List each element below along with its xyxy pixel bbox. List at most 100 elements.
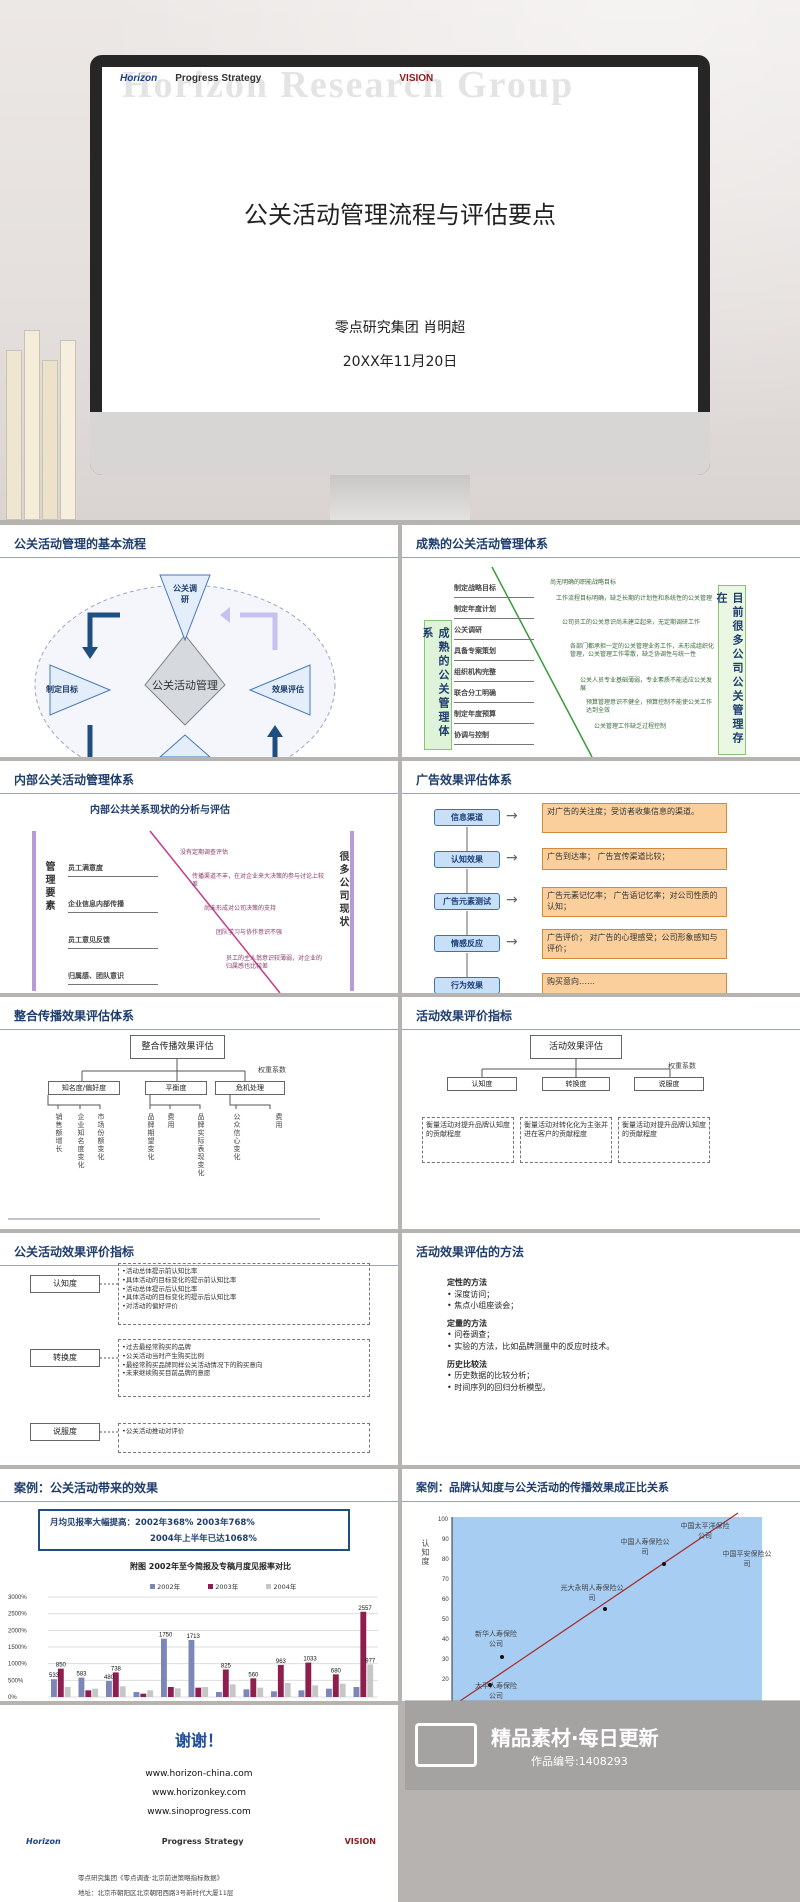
indicator-line: •公关活动推动对评价 bbox=[122, 1427, 185, 1435]
indicator-box: •公关活动推动对评价 bbox=[118, 1423, 370, 1453]
y-tick-label: 0% bbox=[8, 1695, 17, 1701]
note: 员工的主人翁意识较薄弱，对企业的归属感也比较差 bbox=[226, 955, 323, 970]
bar bbox=[195, 1687, 202, 1697]
leaf: 品牌期望变化 bbox=[147, 1113, 155, 1161]
svg-text:40: 40 bbox=[442, 1637, 449, 1643]
items-column: 员工满意度 企业信息内部传播 员工意见反馈 归属感、团队意识 bbox=[68, 841, 158, 985]
note: 尚无明确的职能战略目标 bbox=[550, 579, 617, 586]
watermark-logo-icon bbox=[415, 1723, 477, 1767]
cover-date: 20XX年11月20日 bbox=[342, 354, 458, 370]
bar bbox=[92, 1688, 99, 1697]
indicator-line: •具体活动的目标变化的提示后认知比率 bbox=[122, 1293, 237, 1302]
bar bbox=[167, 1687, 174, 1697]
arrow-right-icon: → bbox=[506, 850, 518, 866]
indicator-line: •具体活动的目标变化的提示前认知比率 bbox=[122, 1275, 237, 1284]
slide-title: 活动效果评估的方法 bbox=[416, 1245, 525, 1259]
notes-column: 尚无明确的职能战略目标 工作流程目标明确，缺乏长期的计划性和系统性的公关管理 公… bbox=[540, 579, 716, 737]
slide-title: 整合传播效果评估体系 bbox=[14, 1009, 135, 1023]
data-label: 533 bbox=[49, 1673, 60, 1679]
right-vertical-label: 目前很多公司公关管理存在 bbox=[715, 585, 746, 755]
note: 公关人员专业基础薄弱，专业素质不能适应公关发展 bbox=[580, 677, 713, 692]
indicator-line: •对活动的偏好评价 bbox=[122, 1302, 178, 1311]
watermark-code: 作品编号:1408293 bbox=[531, 1754, 628, 1768]
horizon-logo: Horizon bbox=[26, 1837, 61, 1846]
slide-title: 公关活动管理的基本流程 bbox=[14, 537, 147, 551]
cover-logo-row: Horizon Progress Strategy VISION bbox=[102, 67, 698, 89]
bar bbox=[112, 1672, 119, 1697]
indicator-line: •最经常购买品牌同样公关活动情况下的购买意向 bbox=[122, 1360, 263, 1369]
cover-slide: Horizon Research Group Horizon Progress … bbox=[102, 67, 698, 412]
note: 工作流程目标明确，缺乏长期的计划性和系统性的公关管理 bbox=[556, 595, 713, 602]
footer-line-2: 地址：北京市朝阳区北京朝阳西路3号新时代大厦11层 bbox=[78, 1889, 234, 1897]
legend-item: 2002年 bbox=[150, 1581, 180, 1591]
data-label: 1713 bbox=[187, 1634, 201, 1640]
slide-thanks: 谢谢！ www.horizon-china.com www.horizonkey… bbox=[0, 1705, 398, 1902]
url-link[interactable]: www.horizon-china.com bbox=[145, 1769, 253, 1779]
stage-desc: 广告评价； 对广告的心理感受；公司形象感知与评价； bbox=[542, 929, 727, 959]
method-item: • 历史数据的比较分析； bbox=[447, 1371, 535, 1381]
slide-mature-system: 成熟的公关活动管理体系 成熟的公关管理体系 目前很多公司公关管理存在 制定战略目… bbox=[402, 525, 800, 757]
indicator-label: 转换度 bbox=[30, 1349, 100, 1367]
svg-text:70: 70 bbox=[442, 1577, 449, 1583]
bar bbox=[298, 1690, 305, 1697]
section-heading: 内部公共关系现状的分析与评估 bbox=[90, 805, 230, 816]
slide-case-effect: 案例：公关活动带来的效果 月均见报率大幅提高：2002年368% 2003年76… bbox=[0, 1469, 398, 1701]
center-label: 公关活动管理 bbox=[152, 679, 218, 692]
slide-evaluation-methods: 活动效果评估的方法 定性的方法 • 深度访问； • 焦点小组座谈会； 定量的方法… bbox=[402, 1233, 800, 1465]
leaf: 费用 bbox=[167, 1113, 175, 1129]
leaf: 市场份额变化 bbox=[97, 1113, 105, 1161]
bar bbox=[243, 1689, 250, 1697]
vision-logo: VISION bbox=[344, 1837, 376, 1846]
highlight-line-2: 2004年上半年已达1068% bbox=[150, 1534, 257, 1545]
legend-item: 2004年 bbox=[266, 1581, 296, 1591]
indicator-line: •活动总体提示后认知比率 bbox=[122, 1284, 198, 1293]
point-label: 中国平安保险公司 bbox=[722, 1550, 772, 1568]
footer-logos: Horizon Progress Strategy VISION bbox=[26, 1837, 376, 1846]
weight-label: 权重系数 bbox=[668, 1062, 696, 1070]
bar bbox=[57, 1668, 64, 1697]
method-item: • 时间序列的回归分析模型。 bbox=[447, 1382, 551, 1392]
connector-lines bbox=[100, 1283, 118, 1433]
indicator-line: •过去最经常购买的品牌 bbox=[122, 1343, 191, 1351]
root-box: 活动效果评估 bbox=[530, 1035, 622, 1059]
bar bbox=[257, 1687, 264, 1697]
leaf: 公众信心变化 bbox=[233, 1113, 241, 1161]
bar bbox=[106, 1681, 112, 1697]
weight-label: 权重系数 bbox=[258, 1066, 286, 1074]
slide-ad-evaluation: 广告效果评估体系 信息渠道 认知效果 广告元素测试 情感反应 行为效果 → → … bbox=[402, 761, 800, 993]
indicator-label: 认知度 bbox=[30, 1275, 100, 1293]
data-label: 680 bbox=[331, 1668, 342, 1674]
note: 传播渠道不丰，在对企业来大决策的参与讨论上较差 bbox=[192, 873, 325, 888]
title-divider bbox=[402, 1029, 800, 1030]
data-label: 560 bbox=[248, 1672, 259, 1678]
url-link[interactable]: www.horizonkey.com bbox=[151, 1787, 247, 1798]
slide-pr-indicators: 公关活动效果评价指标 认知度 转换度 说服度 •活动总体提示前认知比率 •具体活… bbox=[0, 1233, 398, 1465]
bar bbox=[339, 1683, 346, 1697]
bar bbox=[360, 1611, 367, 1697]
stage-box: 认知效果 bbox=[434, 851, 500, 868]
method-heading: 定量的方法 bbox=[447, 1318, 487, 1328]
bar bbox=[64, 1687, 71, 1697]
slide-integrated-comm: 整合传播效果评估体系 整合传播效果评估 权重系数 知名度/偏好度 平衡度 危机处… bbox=[0, 997, 398, 1229]
indicator-desc: 衡量活动对提升品牌认知度的贡献程度 bbox=[618, 1117, 710, 1163]
y-tick-label: 2000% bbox=[8, 1628, 27, 1634]
stock-watermark: 精品素材·每日更新 作品编号:1408293 bbox=[405, 1700, 800, 1790]
arrow-right-icon: → bbox=[506, 892, 518, 908]
svg-text:20: 20 bbox=[442, 1677, 449, 1683]
books-decoration bbox=[0, 320, 90, 520]
item: 归属感、团队意识 bbox=[68, 949, 158, 985]
method-item: • 深度访问； bbox=[447, 1289, 495, 1299]
bar bbox=[271, 1691, 277, 1697]
items-column: 制定战略目标 制定年度计划 公关调研 具备专案策划 组织机构完整 联合分工明确 … bbox=[454, 577, 534, 745]
bar bbox=[216, 1692, 222, 1697]
method-heading: 定性的方法 bbox=[447, 1278, 487, 1287]
indicator-label: 说服度 bbox=[30, 1423, 100, 1441]
tree-lines bbox=[481, 1059, 671, 1077]
group-box: 知名度/偏好度 bbox=[48, 1081, 120, 1095]
note: 各部门都承担一定的公关管理业务工作，未形成组织化管理，公关管理工作零散，缺乏协调… bbox=[570, 643, 715, 658]
title-divider bbox=[0, 1501, 398, 1502]
bar bbox=[202, 1687, 209, 1697]
url-link[interactable]: www.sinoprogress.com bbox=[147, 1806, 251, 1817]
